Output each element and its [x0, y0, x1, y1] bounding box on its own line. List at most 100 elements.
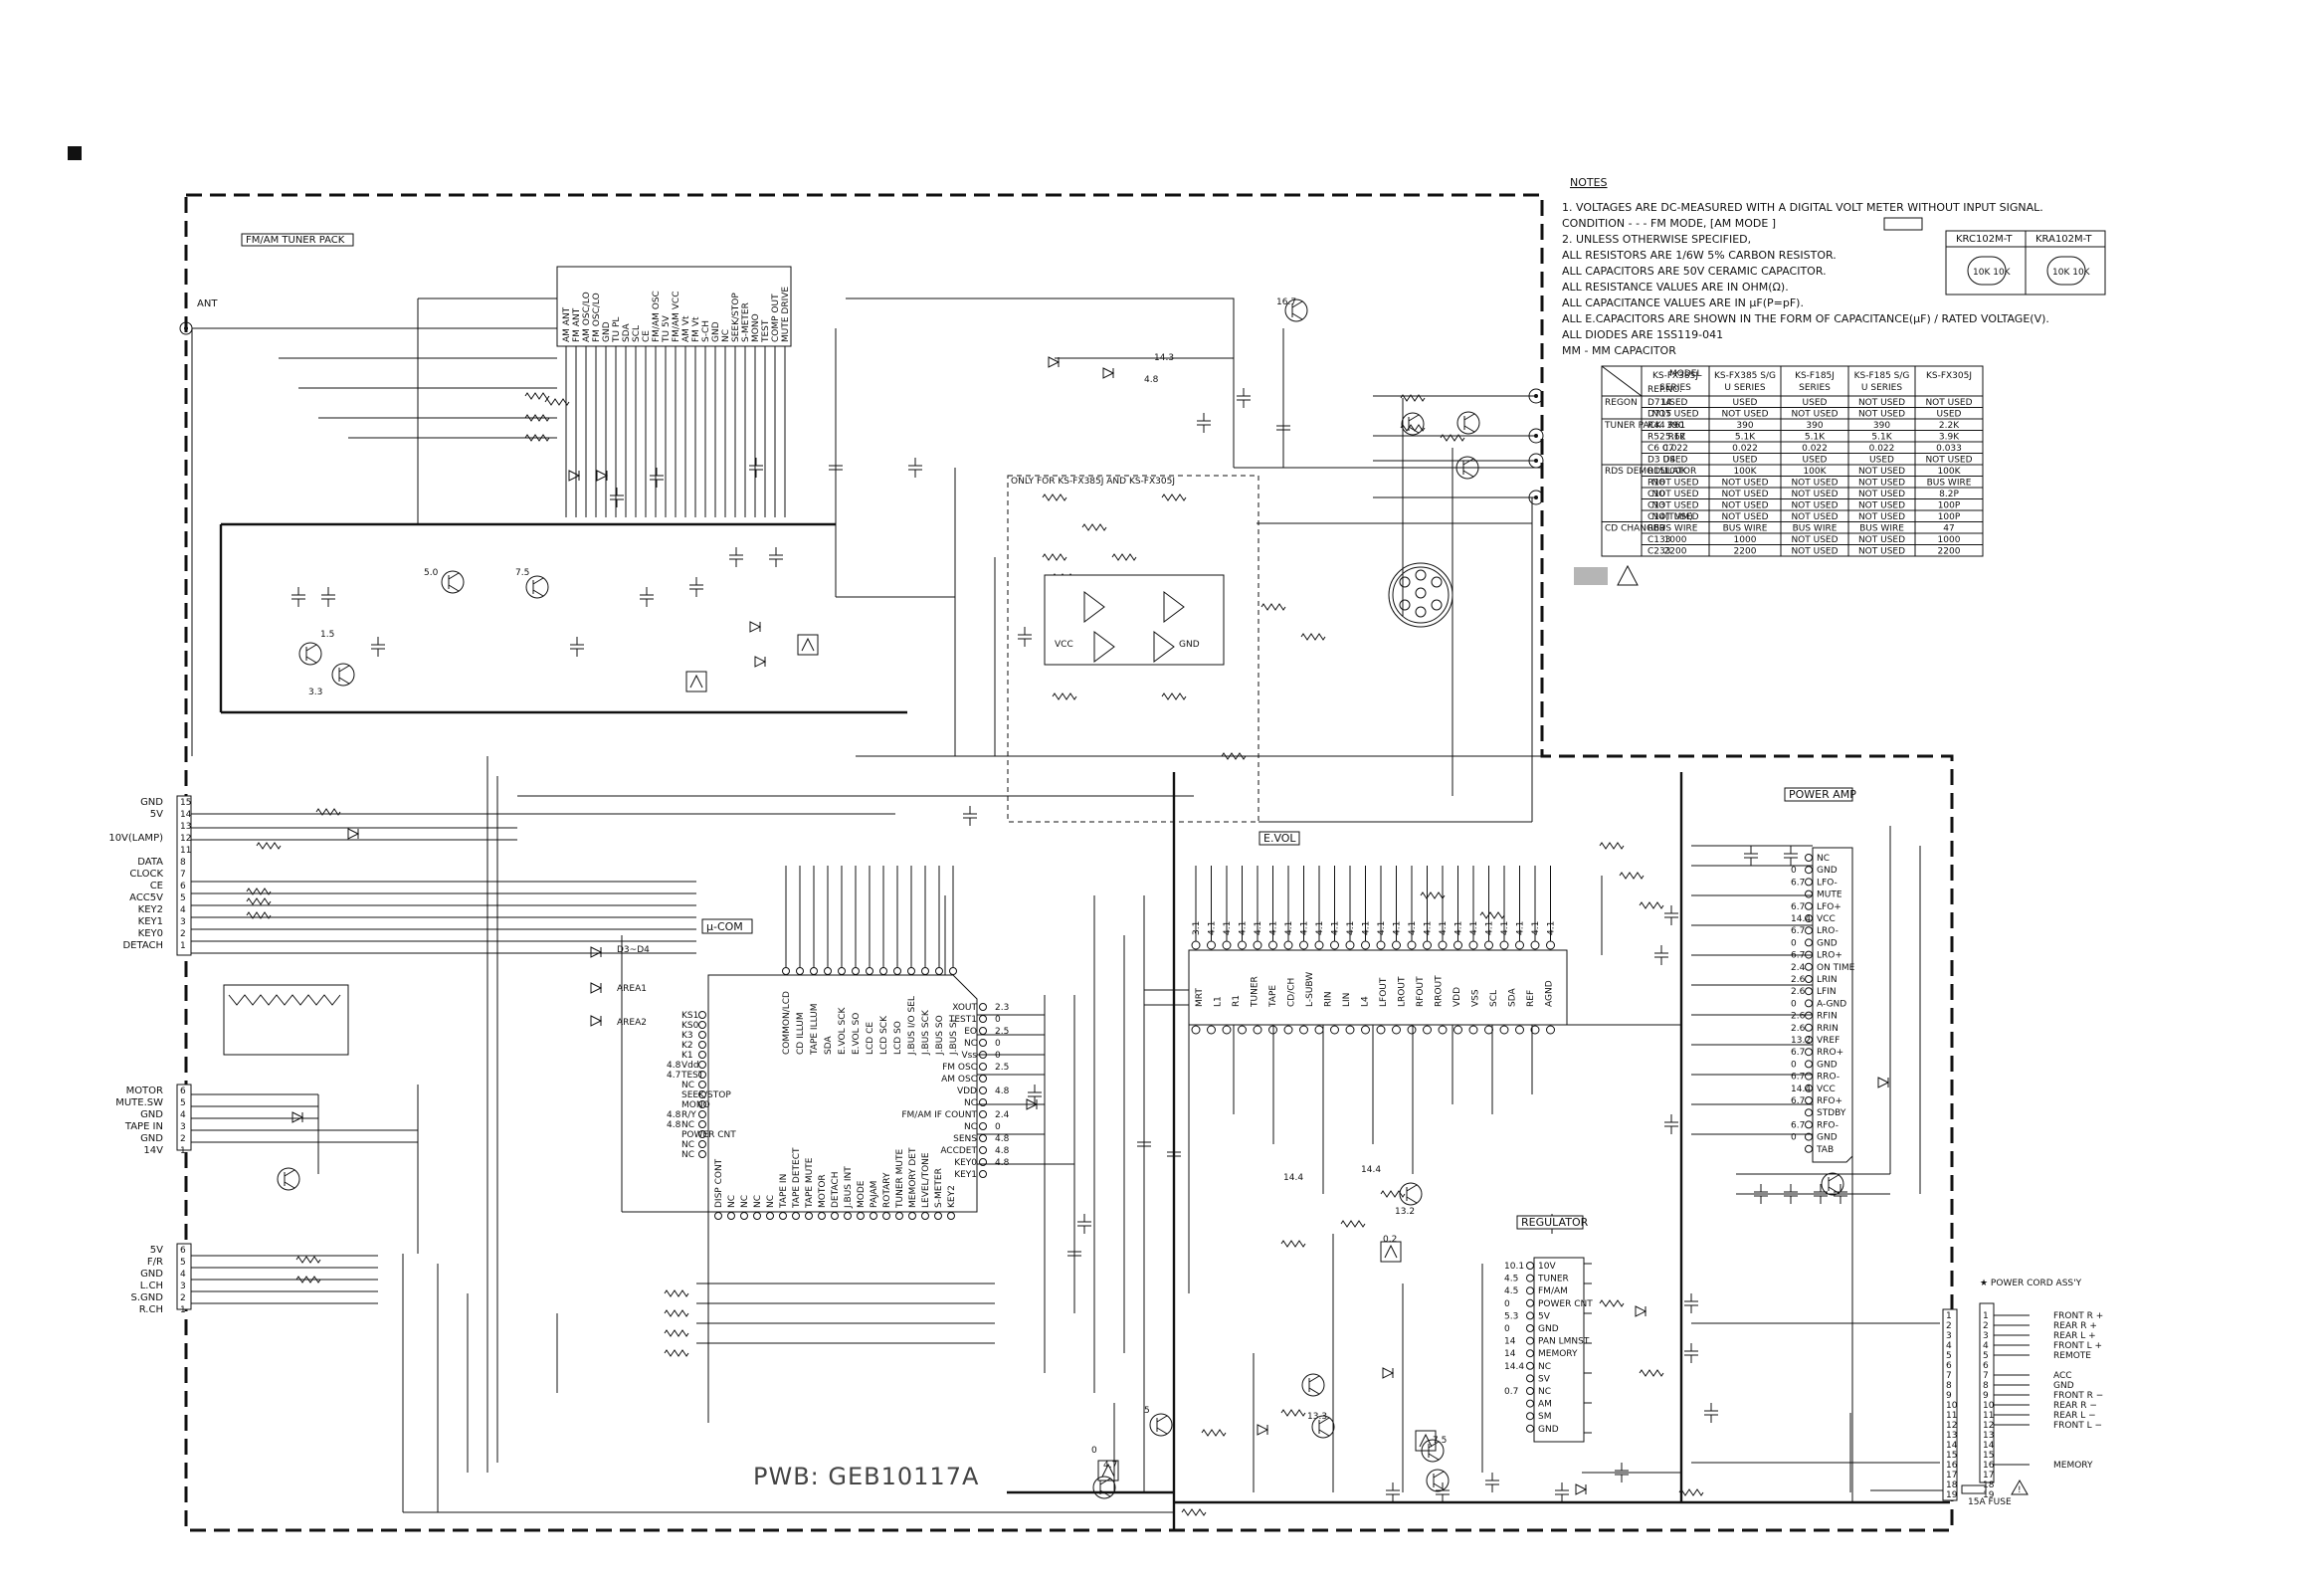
- output-pin-number: 16: [1946, 1461, 1958, 1471]
- table-cell: 390: [1736, 421, 1753, 431]
- pa-pin-label: STDBY: [1817, 1108, 1846, 1118]
- table-cell: NOT USED: [1791, 501, 1838, 511]
- tuner-pin-label: COMP OUT: [771, 294, 781, 342]
- connector-pin-number: 3: [180, 1282, 186, 1291]
- reg-pin-label: FM/AM: [1538, 1286, 1568, 1296]
- connector-pin-number: 6: [180, 1246, 186, 1256]
- output-pin-number: 14: [1983, 1441, 1995, 1451]
- table-cell: NOT USED: [1651, 490, 1698, 499]
- tuner-pin-label: SCL: [632, 325, 642, 342]
- reg-pin-label: PAN LMNST: [1538, 1337, 1590, 1347]
- table-group-label: RDS DEMODULATOR: [1605, 467, 1696, 477]
- ucom-pin-label: ROTARY: [882, 1172, 892, 1208]
- rca-output-jacks: [1528, 388, 1544, 505]
- table-column-header: KS-F185J: [1795, 371, 1835, 381]
- table-cell: NOT USED: [1925, 456, 1972, 466]
- table-cell: NOT USED: [1858, 512, 1905, 522]
- connector-pin-label: GND: [140, 1269, 163, 1280]
- evol-pin-label: LFOUT: [1379, 977, 1389, 1007]
- connector-pin-number: 11: [180, 846, 191, 856]
- table-cell: NOT USED: [1721, 479, 1768, 489]
- ucom-pin-label: PAJAM: [870, 1181, 879, 1208]
- table-cell: 1000: [1938, 535, 1961, 545]
- antenna-label: ANT: [197, 298, 218, 309]
- note-line: ALL DIODES ARE 1SS119-041: [1562, 328, 1723, 341]
- evol-pin-voltage: 4.1: [1547, 921, 1557, 935]
- ucom-pin-label: LCD CE: [866, 1022, 875, 1055]
- tuner-pin-label: TU PL: [612, 317, 622, 343]
- output-pin-number: 4: [1983, 1341, 1989, 1351]
- connector-pin-number: 5: [180, 1098, 186, 1108]
- rds-block: ONLY FOR KS-FX385J AND KS-FX305J VCC GND: [1007, 475, 1259, 823]
- rds-block-label: ONLY FOR KS-FX385J AND KS-FX305J: [1011, 477, 1175, 487]
- output-pin-number: 5: [1946, 1351, 1952, 1361]
- ucom-pin-voltage: 0: [995, 1051, 1001, 1061]
- transistor-voltage: 4.7: [1103, 1461, 1117, 1471]
- connector-pin-label: TAPE IN: [124, 1121, 163, 1132]
- transistor-voltage: 0: [1091, 1446, 1097, 1456]
- pa-pin-voltage: 6.7: [1791, 1096, 1805, 1106]
- resistor-array-legend: KRC102M-T KRA102M-T 10K 10K 10K 10K: [1945, 230, 2106, 296]
- reg-pin-label: SM: [1538, 1412, 1551, 1422]
- tuner-pin-label: CE: [642, 330, 652, 342]
- table-ref: C13: [1647, 501, 1665, 511]
- pa-pin-voltage: 6.7: [1791, 926, 1805, 936]
- output-pin-number: 17: [1946, 1471, 1957, 1481]
- ucom-pin-label: J.BUS INT: [844, 1166, 854, 1209]
- evol-pin-label: SDA: [1508, 988, 1518, 1007]
- evol-label: E.VOL: [1263, 832, 1296, 845]
- reg-pin-voltage: 14.4: [1504, 1362, 1524, 1372]
- evol-pin-voltage: 4.1: [1239, 921, 1249, 935]
- ucom-pin-label: TAPE IN: [779, 1174, 789, 1209]
- table-column-header: SERIES: [1799, 383, 1831, 393]
- ucom-pin-label: NC: [740, 1195, 750, 1208]
- ucom-pin-voltage: 0: [995, 1015, 1001, 1025]
- pwb-outline: [184, 193, 1954, 1532]
- transistor-voltage: 14.3: [1154, 353, 1174, 363]
- connector-pin-number: 14: [180, 810, 192, 820]
- ucom-pin-voltage: 4.7: [667, 1071, 680, 1081]
- table-cell: USED: [1663, 456, 1688, 466]
- connector-pin-label: GND: [140, 1133, 163, 1144]
- tuner-pack-label: FM/AM TUNER PACK: [246, 235, 345, 246]
- table-cell: 0.022: [1802, 444, 1828, 454]
- evol-pin-voltage: 4.1: [1223, 921, 1233, 935]
- ucom-pin-label: K1: [681, 1051, 693, 1061]
- pa-pin-label: LFIN: [1817, 987, 1837, 997]
- transistor-voltage: 4.8: [1144, 375, 1159, 385]
- table-group-label: REGON: [1605, 398, 1638, 408]
- connector-pin-number: 6: [180, 882, 186, 891]
- connector-pin-label: 5V: [150, 809, 163, 820]
- pa-pin-label: LFO+: [1817, 902, 1841, 912]
- reg-pin-label: AM: [1538, 1400, 1552, 1410]
- evol-pin-label: LIN: [1342, 993, 1352, 1007]
- evol-pin-label: LROUT: [1398, 976, 1408, 1007]
- output-pin-number: 15: [1983, 1451, 1994, 1461]
- pa-pin-voltage: 2.4: [1791, 963, 1806, 973]
- table-cell: 0.022: [1732, 444, 1758, 454]
- table-cell: USED: [1937, 410, 1962, 420]
- tuner-pin-label: S-METER: [741, 302, 751, 342]
- connector-pin-number: 6: [180, 1086, 186, 1096]
- ucom-pin-voltage: 4.8: [995, 1134, 1010, 1144]
- output-pin-number: 11: [1983, 1411, 1994, 1421]
- pa-pin-label: VCC: [1817, 1085, 1836, 1094]
- connector-pin-number: 12: [180, 834, 191, 844]
- output-pin-number: 18: [1983, 1481, 1995, 1490]
- ucom-pin-label: DETACH: [831, 1172, 841, 1208]
- resistor-array-1-sub: 10K 10K: [1973, 268, 2012, 278]
- ucom-pin-label: VDD: [957, 1086, 977, 1096]
- tuner-pin-label: NC: [721, 329, 731, 342]
- ucom-pin-label: NC: [766, 1195, 776, 1208]
- evol-pin-voltage: 4.1: [1439, 921, 1449, 935]
- reg-pin-label: MEMORY: [1538, 1349, 1578, 1359]
- connector-pin-label: KEY1: [138, 916, 163, 927]
- tuner-pin-label: FM/AM VCC: [672, 292, 681, 342]
- table-cell: USED: [1803, 456, 1828, 466]
- ucom-pin-label: Vss: [961, 1051, 977, 1061]
- tuner-pin-label: FM Vt: [691, 316, 701, 342]
